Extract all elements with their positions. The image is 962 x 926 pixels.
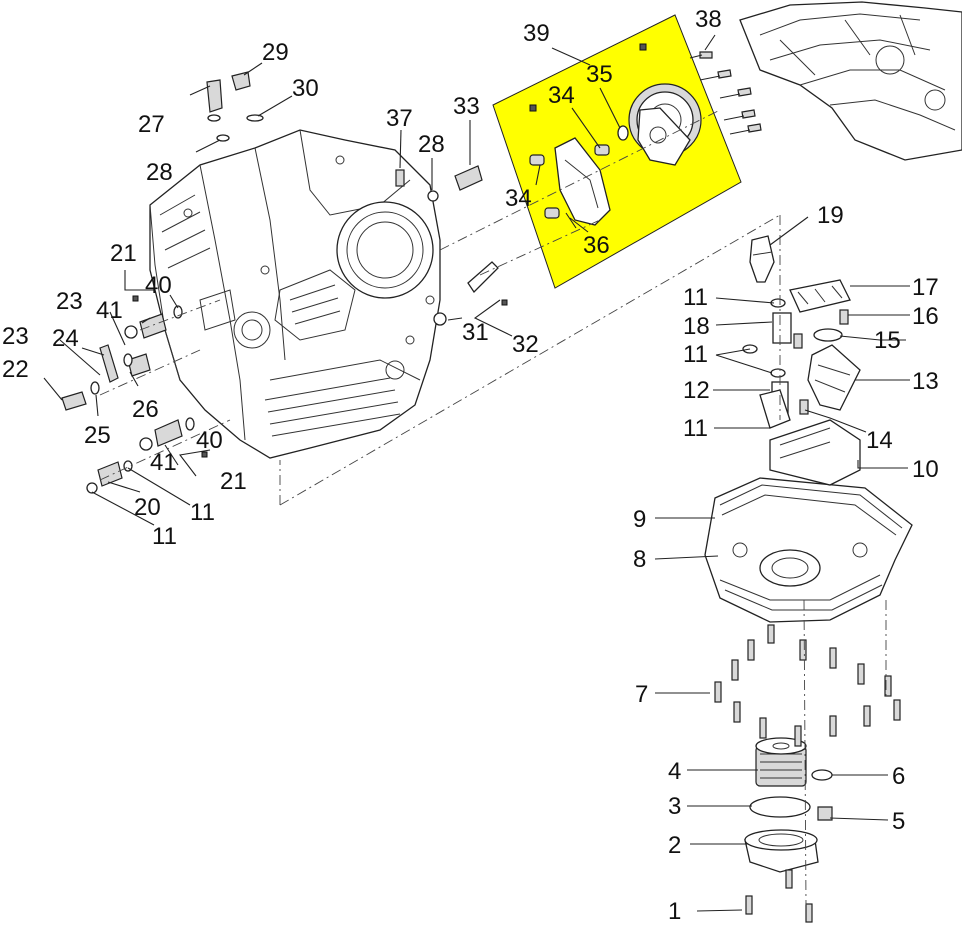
callout-10: 10 [912, 456, 939, 483]
callout-11-left-a: 11 [190, 499, 215, 526]
callout-8: 8 [633, 546, 646, 573]
callout-38: 38 [695, 6, 722, 33]
callout-15: 15 [874, 327, 901, 354]
left-fittings [61, 71, 499, 494]
callout-12: 12 [683, 377, 710, 404]
callout-34-upper: 34 [548, 82, 575, 109]
oil-pump-assembly [529, 43, 702, 229]
callout-31: 31 [462, 319, 489, 346]
callout-labels: 1 2 3 4 5 6 7 8 9 10 11 11 11 11 11 12 1… [2, 6, 939, 925]
callout-11-pickup-mid: 11 [683, 341, 708, 368]
callout-40-upper: 40 [145, 272, 172, 299]
callout-3: 3 [668, 793, 681, 820]
oil-pump-highlight-panel [492, 14, 742, 289]
oil-filter-group [744, 737, 833, 873]
callout-33: 33 [453, 93, 480, 120]
callout-6: 6 [892, 763, 905, 790]
callout-21-bottom: 21 [220, 468, 247, 495]
callout-19: 19 [817, 202, 844, 229]
callout-13: 13 [912, 368, 939, 395]
leader-lines [43, 34, 910, 912]
callout-16: 16 [912, 303, 939, 330]
callout-11-pickup-top: 11 [683, 284, 708, 311]
callout-37: 37 [386, 105, 413, 132]
callout-2: 2 [668, 832, 681, 859]
callout-7: 7 [635, 681, 648, 708]
callout-36: 36 [583, 232, 610, 259]
oil-pickup-parts [742, 235, 861, 429]
callout-39: 39 [523, 20, 550, 47]
callout-28-left: 28 [146, 159, 173, 186]
callout-5: 5 [892, 808, 905, 835]
callout-22: 22 [2, 356, 29, 383]
callout-24: 24 [52, 325, 79, 352]
callout-26: 26 [132, 396, 159, 423]
callout-17: 17 [912, 274, 939, 301]
callout-25: 25 [84, 422, 111, 449]
callout-23-left: 23 [2, 323, 29, 350]
callout-32: 32 [512, 331, 539, 358]
pan-bolts [714, 624, 901, 923]
callout-11-pickup-low: 11 [683, 415, 708, 442]
callout-30: 30 [292, 75, 319, 102]
callout-29: 29 [262, 39, 289, 66]
callout-41-lower: 41 [150, 449, 177, 476]
crankcase-housing [149, 129, 441, 459]
callout-1: 1 [668, 898, 681, 925]
callout-27: 27 [138, 111, 165, 138]
callout-34-lower: 34 [505, 185, 532, 212]
callout-20: 20 [134, 494, 161, 521]
callout-21-top: 21 [110, 240, 137, 267]
callout-23-upper: 23 [56, 288, 83, 315]
callout-11-left-b: 11 [152, 523, 177, 550]
callout-4: 4 [668, 758, 681, 785]
callout-14: 14 [866, 427, 893, 454]
bolts-38 [689, 51, 762, 135]
callout-28-right: 28 [418, 131, 445, 158]
callout-41-upper: 41 [96, 297, 123, 324]
callout-18: 18 [683, 313, 710, 340]
callout-9: 9 [633, 506, 646, 533]
oil-pan-group [704, 419, 913, 623]
callout-40-lower: 40 [196, 427, 223, 454]
upper-crankcase-half [739, 1, 962, 161]
marker-squares [132, 295, 508, 458]
callout-35: 35 [586, 61, 613, 88]
assembly-centerlines [99, 109, 887, 906]
